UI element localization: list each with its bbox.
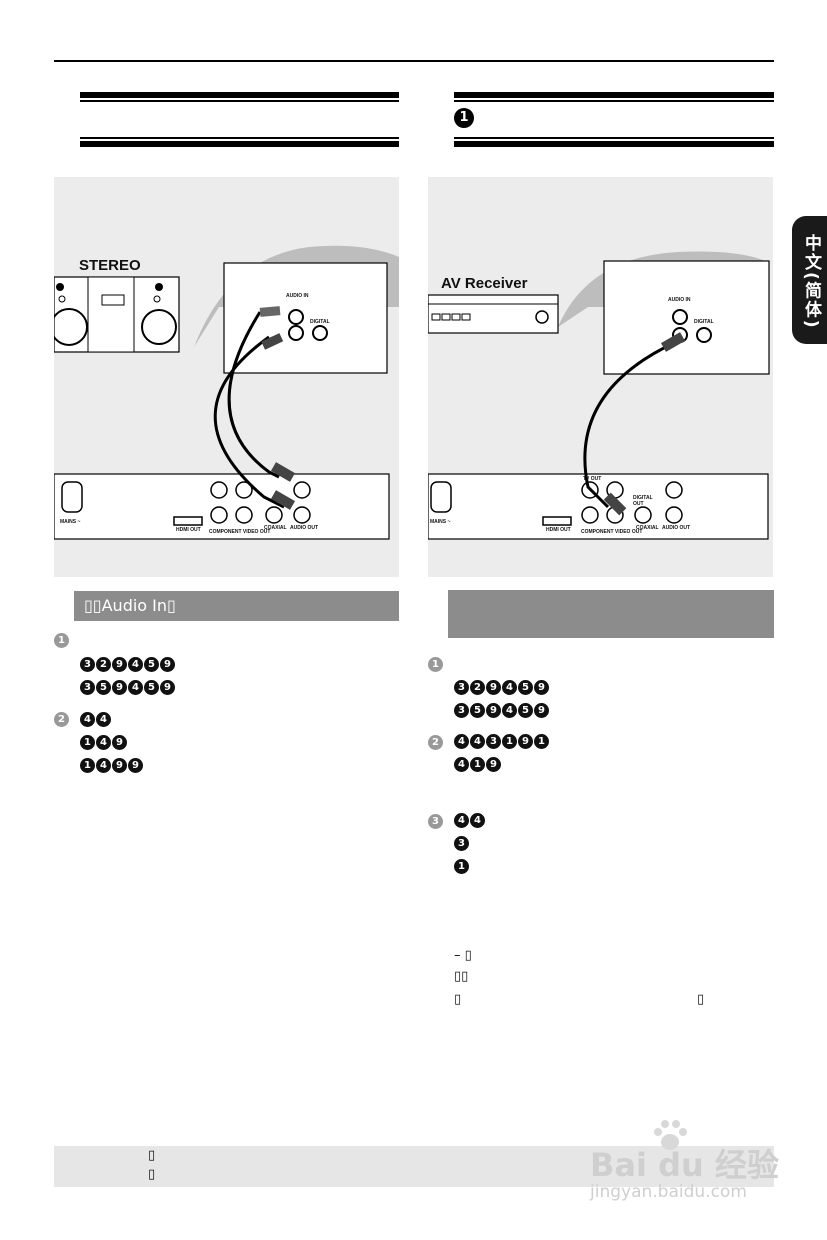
right-step-3-line-2: 3 <box>454 834 470 854</box>
right-note-4: ▯ <box>697 992 705 1007</box>
footer-note-line-2: ▯ <box>148 1167 156 1182</box>
footer-note-box: ▯ ▯ <box>54 1146 774 1187</box>
footer-note-line-1: ▯ <box>148 1148 156 1163</box>
receiver-component-label: COMPONENT VIDEO OUT <box>581 529 643 535</box>
stereo-connection-diagram <box>54 245 399 540</box>
receiver-digital-label: DIGITAL <box>694 319 714 325</box>
hdmi-out-label: HDMI OUT <box>176 527 201 533</box>
right-diagram-panel: AV Receiver AUDIO IN DIGITAL MAINS ~ HDM… <box>428 177 773 577</box>
language-tab[interactable]: 中文(简体) <box>792 216 827 344</box>
right-step-1-number: 1 <box>428 657 443 672</box>
left-step-1-number: 1 <box>54 633 69 648</box>
right-header-bar-top <box>454 92 774 98</box>
receiver-audio-out-label: AUDIO OUT <box>662 525 691 531</box>
language-tab-label: 中文(简体) <box>801 234 821 330</box>
right-step-2-number: 2 <box>428 735 443 750</box>
right-note-1: – ▯ <box>454 948 472 963</box>
right-note-2: ▯▯ <box>454 969 469 984</box>
left-step-2-number: 2 <box>54 712 69 727</box>
right-header-number: 1 <box>454 108 474 128</box>
coaxial-label: COAXIAL <box>264 525 287 531</box>
right-header-bar-bottom <box>454 141 774 147</box>
digital-out-label: DIGITAL OUT <box>633 495 653 507</box>
right-note-3: ▯ <box>454 992 462 1007</box>
receiver-coaxial-label: COAXIAL <box>636 525 659 531</box>
tv-out-label: TV OUT <box>583 476 602 482</box>
right-section-band <box>448 590 774 638</box>
av-receiver-label: AV Receiver <box>441 275 528 292</box>
component-video-out-label: COMPONENT VIDEO OUT <box>209 529 271 535</box>
right-header-bar-top-thin <box>454 100 774 102</box>
watermark-url: jingyan.baidu.com <box>590 1182 747 1202</box>
right-step-3-line-3: 1 <box>454 857 470 877</box>
stereo-label: STEREO <box>79 257 141 274</box>
left-header-bar-top-thin <box>80 100 399 102</box>
left-section-band: ▯▯Audio In▯ <box>74 591 399 621</box>
paw-logo-icon <box>654 1120 687 1150</box>
av-receiver-connection-diagram <box>428 251 770 540</box>
digital-jack-label: DIGITAL <box>310 319 330 325</box>
receiver-hdmi-out-label: HDMI OUT <box>546 527 571 533</box>
right-step-3-number: 3 <box>428 814 443 829</box>
watermark-brand: Bai du 经验 <box>590 1146 779 1184</box>
top-rule <box>54 60 774 62</box>
left-header-bar-bottom-thin <box>80 137 399 139</box>
receiver-mains-label: MAINS ~ <box>430 519 451 525</box>
left-diagram-panel: STEREO AUDIO IN DIGITAL MAINS ~ HDMI OUT… <box>54 177 399 577</box>
audio-in-jack-label: AUDIO IN <box>286 293 309 299</box>
left-header-bar-bottom <box>80 141 399 147</box>
receiver-audio-in-label: AUDIO IN <box>668 297 691 303</box>
mains-label: MAINS ~ <box>60 519 81 525</box>
audio-out-label: AUDIO OUT <box>290 525 319 531</box>
right-header-bar-bottom-thin <box>454 137 774 139</box>
left-header-bar-top <box>80 92 399 98</box>
